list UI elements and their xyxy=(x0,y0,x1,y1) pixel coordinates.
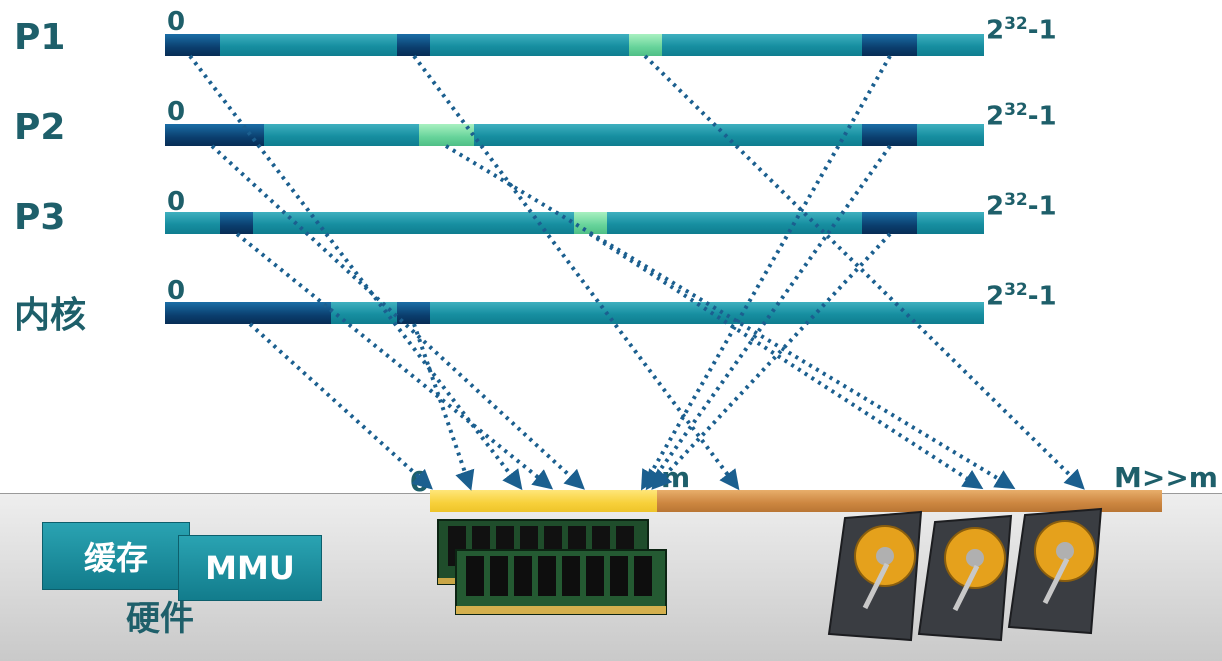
p3-end-label: 232-1 xyxy=(986,190,1057,222)
mapped-page xyxy=(862,34,917,56)
mapping-arrow xyxy=(444,144,1016,490)
mapping-arrow xyxy=(248,322,433,490)
mapping-arrow xyxy=(645,144,892,491)
mapped-page xyxy=(397,302,430,324)
mapped-page xyxy=(220,212,253,234)
process-label-p3: P3 xyxy=(14,197,66,238)
process-label-kernel: 内核 xyxy=(14,295,87,336)
mapping-arrow xyxy=(210,144,585,490)
p1-address-space-bar xyxy=(165,34,984,56)
hard-disk-icon xyxy=(1007,507,1103,635)
mmu-box: MMU xyxy=(178,535,322,601)
hard-disk-icon xyxy=(827,510,923,642)
mapping-arrow xyxy=(235,232,554,490)
process-label-p2: P2 xyxy=(14,107,66,148)
mapping-arrow xyxy=(651,232,892,490)
mapped-page xyxy=(165,302,331,324)
hardware-label: 硬件 xyxy=(126,599,194,639)
p2-start-label: 0 xyxy=(167,97,186,127)
mapping-arrow xyxy=(412,323,475,491)
mapping-arrow xyxy=(188,54,523,491)
mapping-arrow xyxy=(412,54,740,491)
swapped-page xyxy=(574,212,607,234)
p1-end-label: 232-1 xyxy=(986,14,1057,46)
p2-address-space-bar xyxy=(165,124,984,146)
disk-segment xyxy=(657,490,1162,512)
ram-segment xyxy=(430,490,657,512)
p2-end-label: 232-1 xyxy=(986,100,1057,132)
swapped-page xyxy=(629,34,662,56)
mapped-page xyxy=(397,34,430,56)
swapped-page xyxy=(419,124,474,146)
mapped-page xyxy=(165,34,220,56)
cache-box: 缓存 xyxy=(42,522,190,590)
p3-start-label: 0 xyxy=(167,187,186,217)
mapping-arrow xyxy=(588,232,984,490)
disk-end-label: M>>m xyxy=(1114,461,1218,494)
kernel-end-label: 232-1 xyxy=(986,280,1057,312)
hard-disk-icon xyxy=(917,514,1013,642)
kernel-start-label: 0 xyxy=(167,276,186,306)
p3-address-space-bar xyxy=(165,212,984,234)
mapped-page xyxy=(165,124,264,146)
p1-start-label: 0 xyxy=(167,7,186,37)
physical-storage-bar xyxy=(430,490,1162,512)
ram-module-icon xyxy=(437,519,667,615)
kernel-address-space-bar xyxy=(165,302,984,324)
mapped-page xyxy=(862,124,917,146)
mapping-arrow xyxy=(641,55,892,491)
mapped-page xyxy=(862,212,917,234)
mapping-arrow xyxy=(643,54,1085,490)
process-label-p1: P1 xyxy=(14,17,66,58)
